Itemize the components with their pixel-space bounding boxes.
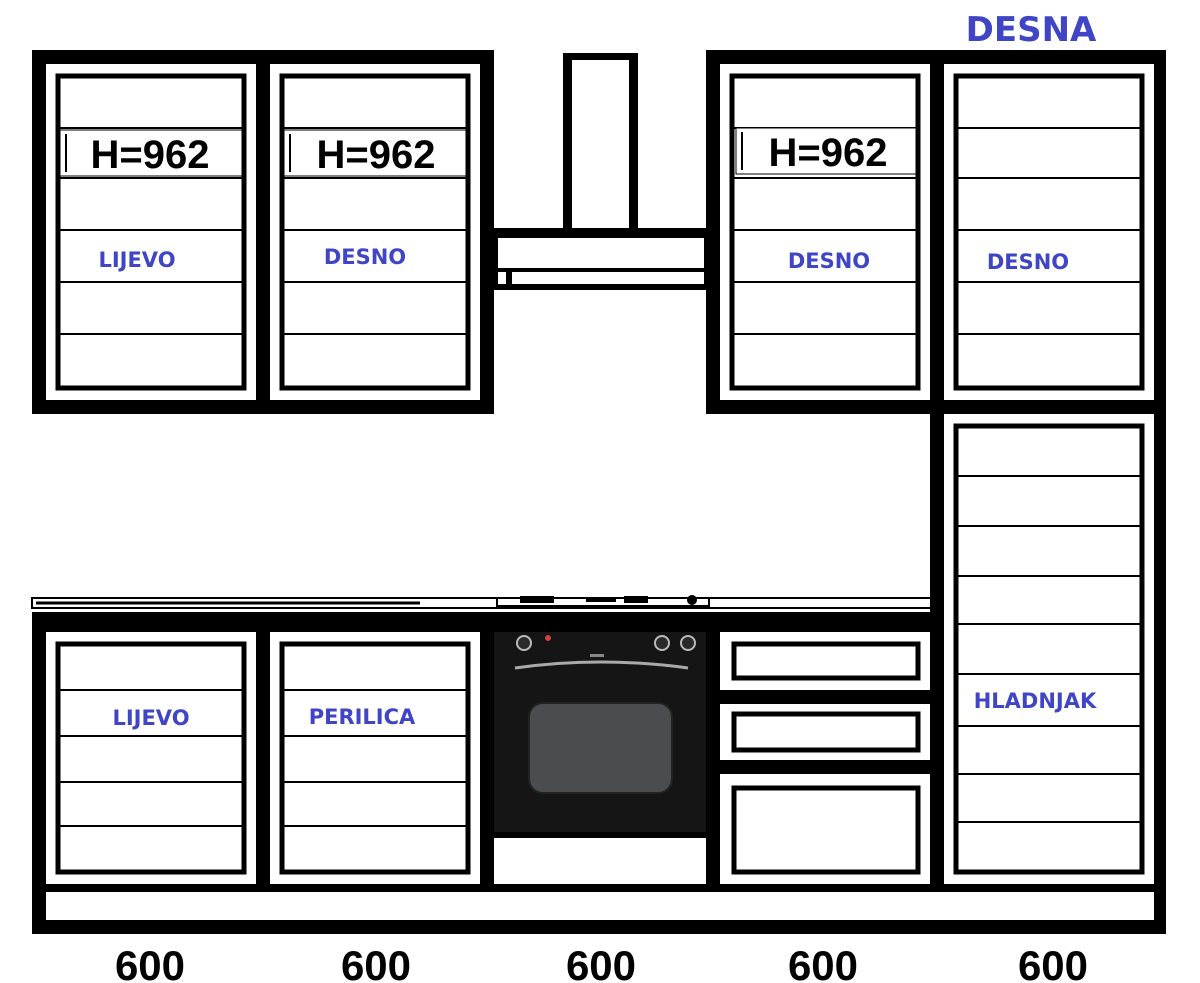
dimension-label: 600: [341, 942, 411, 983]
drawer-stack: [720, 641, 932, 875]
dimension-label: 600: [566, 942, 636, 983]
height-label: H=962: [769, 131, 888, 175]
dimension-label: 600: [115, 942, 185, 983]
oven-window: [528, 702, 673, 794]
dimension-labels: 600 600 600 600 600: [115, 942, 1088, 983]
oven: [494, 632, 706, 838]
tall-cabinet-label: HLADNJAK: [974, 689, 1097, 713]
upper-cabinet-2-shelves: [282, 127, 468, 335]
tall-cabinet: [930, 414, 1166, 892]
height-label-box-2: H=962: [283, 129, 467, 177]
oven-knob-icon: [516, 635, 532, 651]
oven-knob-icon: [680, 635, 696, 651]
upper-block-left: [32, 50, 494, 414]
base-cabinet-2-lines: [282, 689, 468, 827]
height-label: H=962: [317, 133, 436, 177]
upper-cabinet-4-shelves: [956, 127, 1142, 335]
dimension-label: 600: [788, 942, 858, 983]
base-cabinet-1-lines: [58, 689, 244, 827]
oven-indicator-light: [545, 635, 551, 641]
height-label-box-3: H=962: [735, 127, 917, 175]
cooktop-burners: [496, 595, 710, 607]
tall-cabinet-lines: [956, 475, 1142, 823]
door-label: DESNO: [788, 249, 870, 273]
range-hood: [492, 53, 710, 290]
door-label: PERILICA: [309, 705, 416, 729]
height-label: H=962: [91, 133, 210, 177]
height-label-box-1: H=962: [59, 129, 243, 177]
door-label: DESNO: [324, 245, 406, 269]
upper-cabinet-1-shelves: [58, 127, 244, 335]
door-label: DESNO: [987, 250, 1069, 274]
countertop: [31, 597, 933, 632]
upper-block-right: [706, 50, 1166, 414]
door-label: LIJEVO: [112, 706, 189, 730]
title: DESNA: [966, 10, 1097, 50]
door-label: LIJEVO: [98, 248, 175, 272]
oven-knob-icon: [654, 635, 670, 651]
dimension-label: 600: [1018, 942, 1088, 983]
plinth: [32, 884, 1166, 934]
